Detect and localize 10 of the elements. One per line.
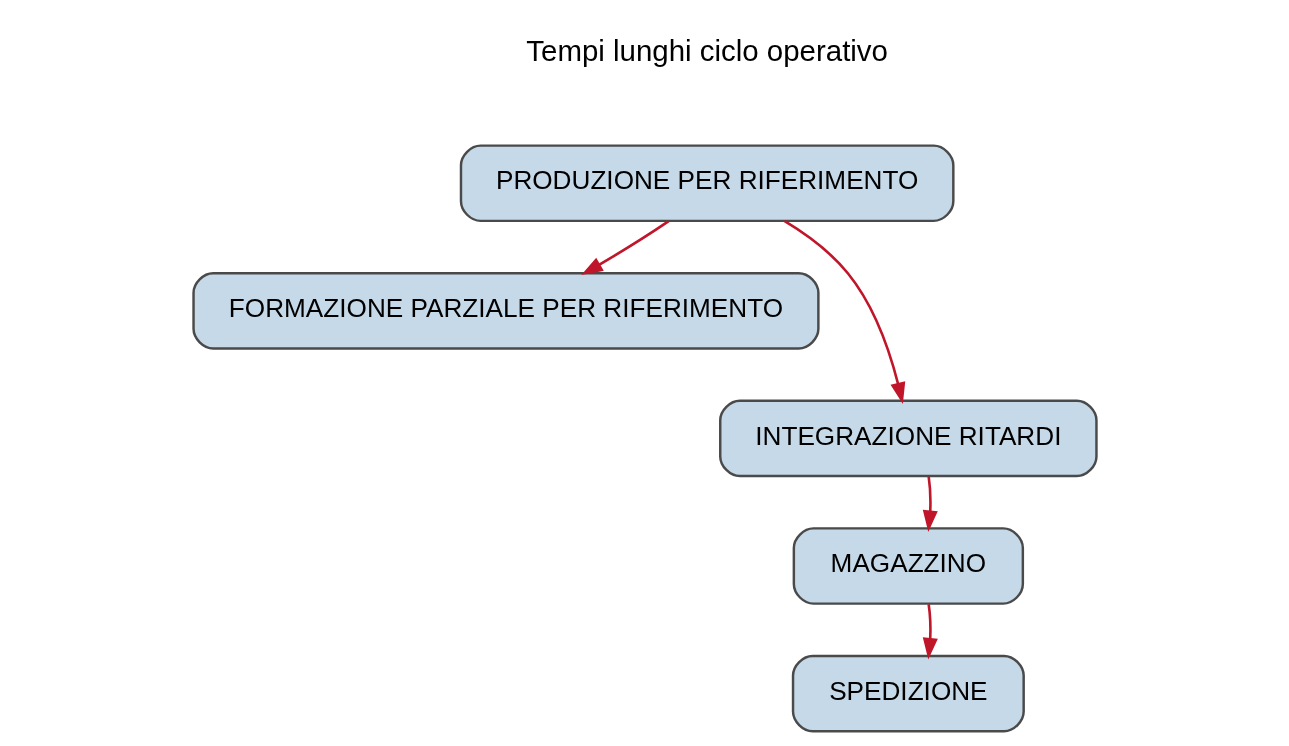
arrow — [783, 219, 905, 405]
arrow — [922, 476, 938, 532]
node-box: INTEGRAZIONE RITARDI — [718, 399, 1098, 478]
node-box: MAGAZZINO — [792, 527, 1024, 605]
node-box: SPEDIZIONE — [791, 654, 1025, 733]
arrow — [922, 604, 938, 660]
label: Tempi lunghi ciclo operativo — [525, 34, 888, 68]
node-box: FORMAZIONE PARZIALE PER RIFERIMENTO — [191, 272, 820, 350]
arrow — [580, 220, 669, 276]
node-box: PRODUZIONE PER RIFERIMENTO — [459, 144, 955, 223]
